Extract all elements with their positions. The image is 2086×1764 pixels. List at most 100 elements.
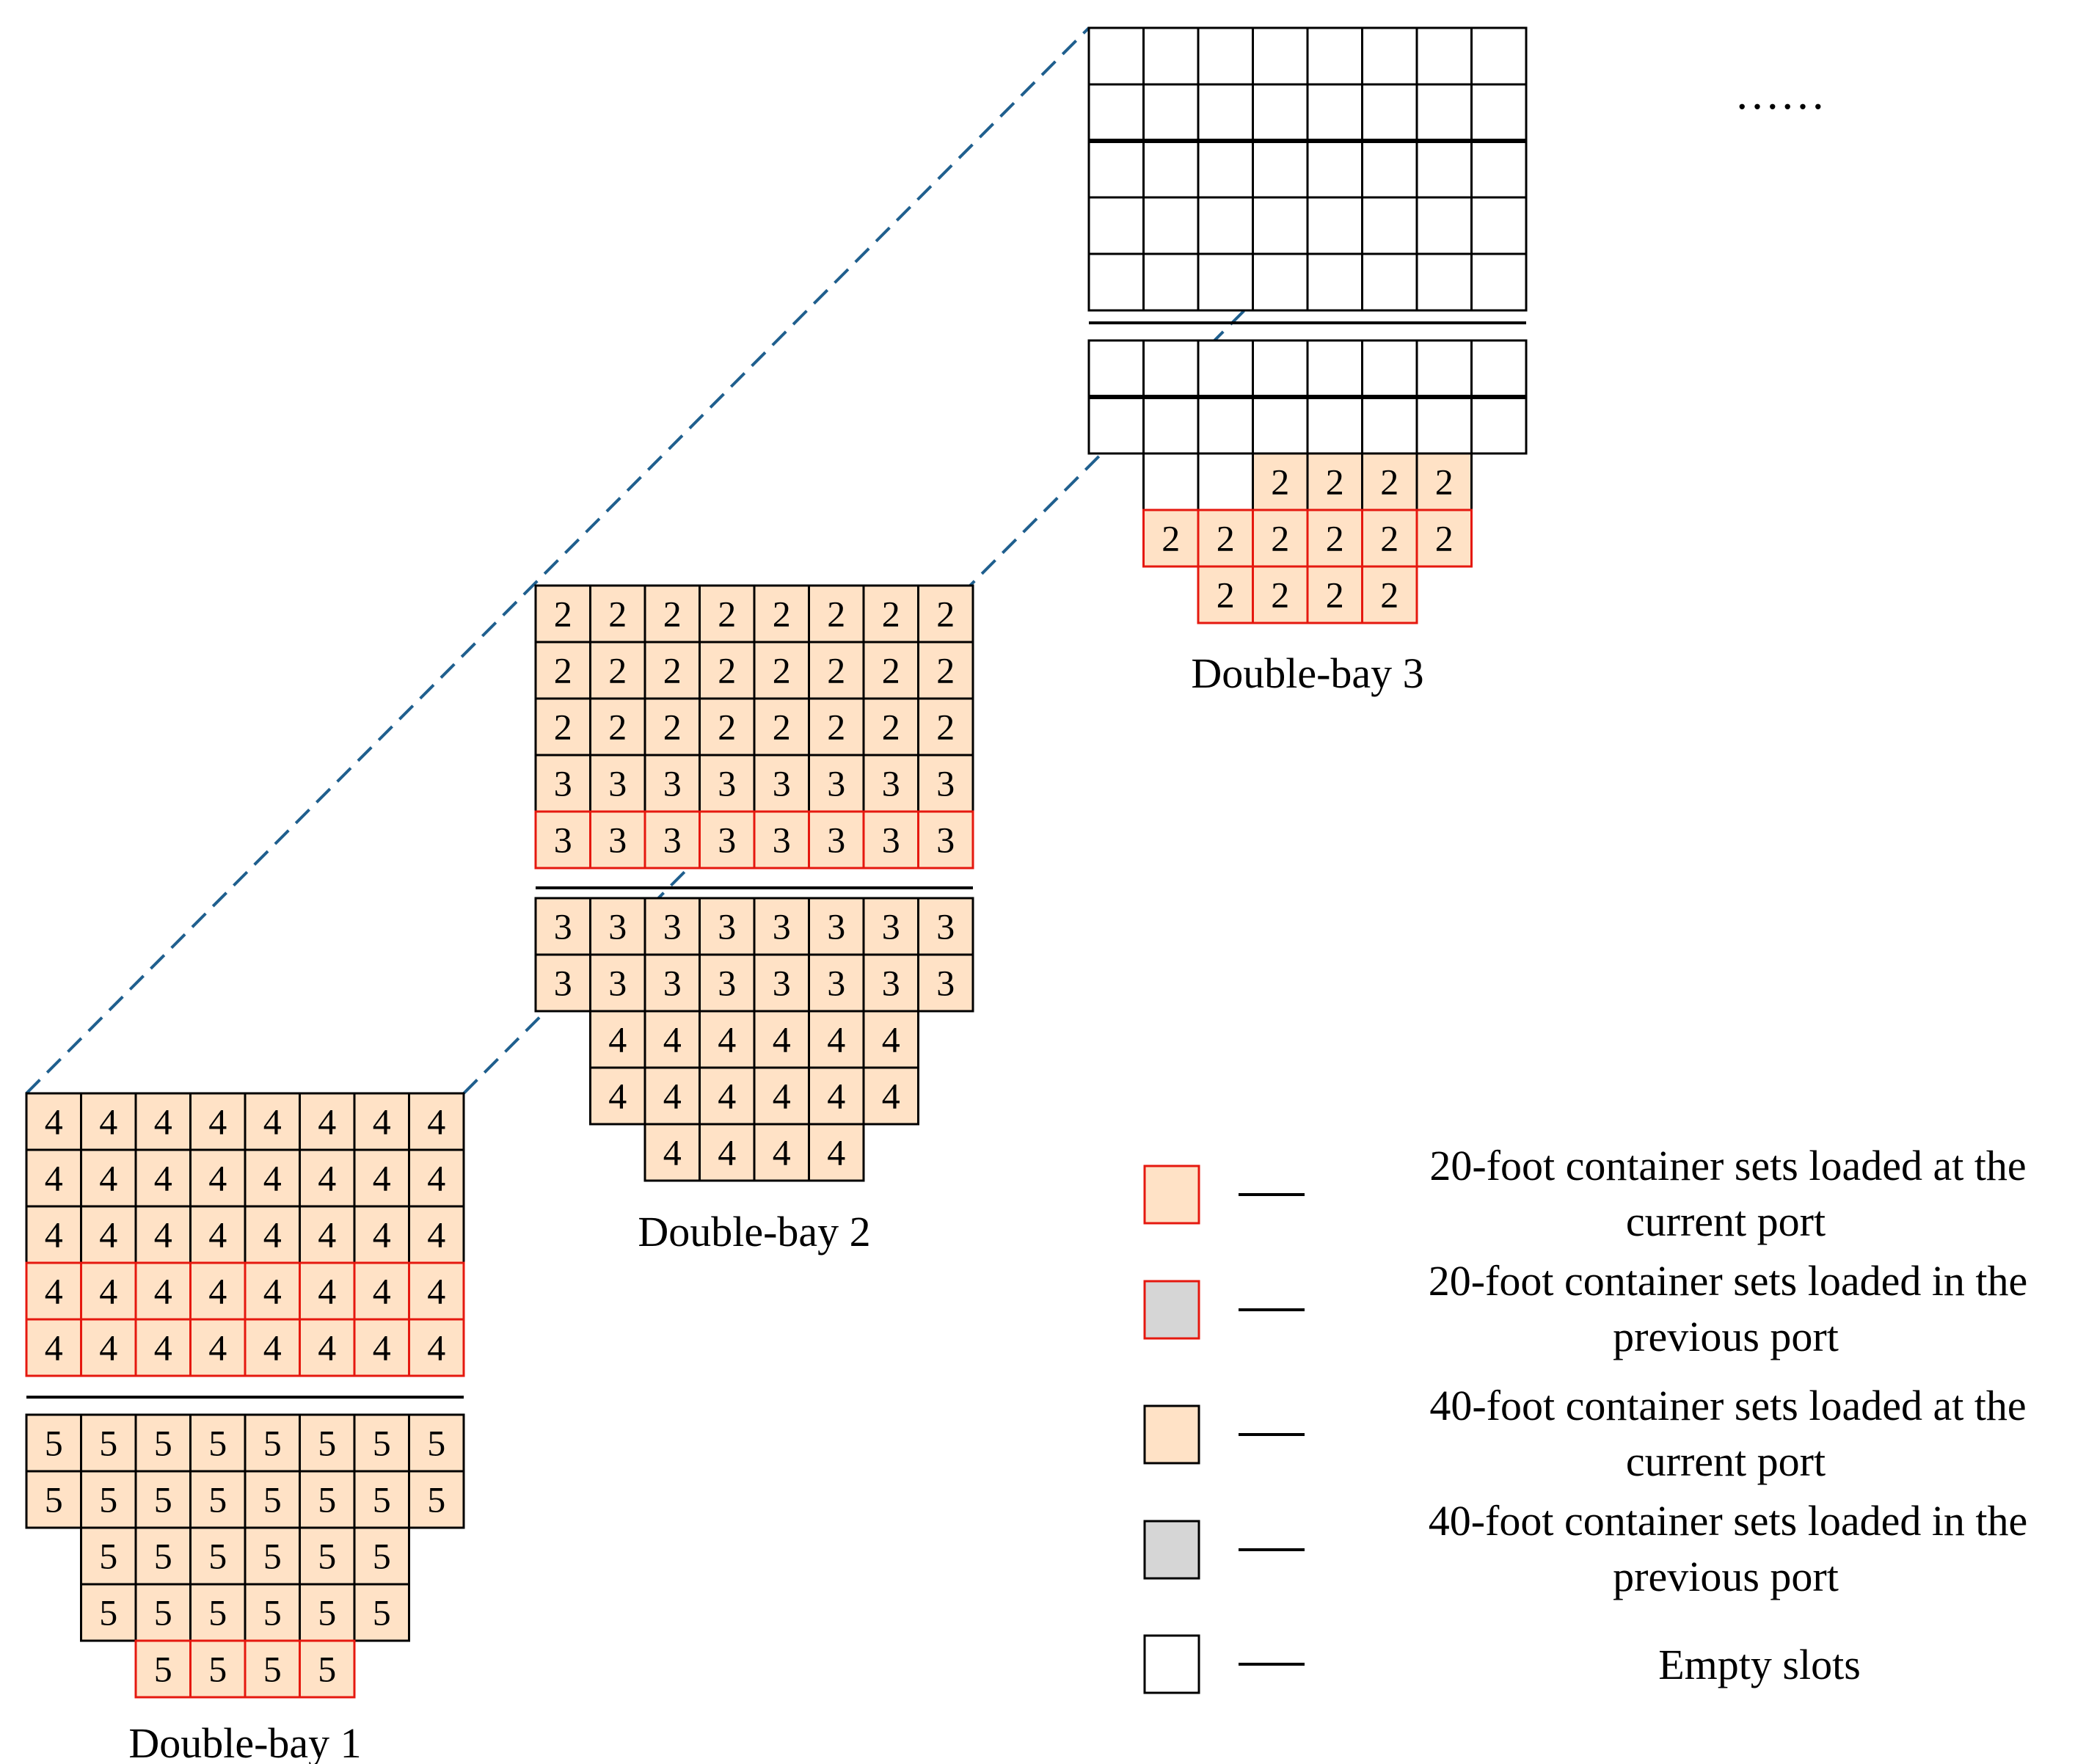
double-bay-label: Double-bay 2 bbox=[638, 1208, 870, 1255]
slot-label: 4 bbox=[773, 1132, 791, 1173]
slot-deck-r1-c7 bbox=[353, 1092, 410, 1151]
slot-label: 4 bbox=[773, 1019, 791, 1060]
slot-label: 5 bbox=[45, 1423, 63, 1464]
slot-label: 5 bbox=[45, 1479, 63, 1520]
slot-label: 4 bbox=[154, 1327, 172, 1368]
slot-hold-r3-c4 bbox=[189, 1526, 247, 1586]
slot-label: 4 bbox=[882, 1076, 900, 1117]
slot-hold-r1-c6 bbox=[808, 897, 865, 956]
double-bay-label: Double-bay 1 bbox=[128, 1719, 361, 1764]
slot-deck-r3-c6 bbox=[1361, 139, 1418, 199]
slot-label: 3 bbox=[663, 963, 682, 1004]
slot-deck-r4-c2 bbox=[1142, 196, 1200, 255]
slot-label: 4 bbox=[99, 1327, 117, 1368]
slot-label: 5 bbox=[99, 1479, 117, 1520]
slot-hold-r5-c5 bbox=[753, 1123, 810, 1182]
slot-label: 2 bbox=[1217, 518, 1235, 559]
slot-deck-r2-c1 bbox=[25, 1148, 82, 1208]
slot-hold-r1-c8 bbox=[1470, 339, 1528, 398]
slot-label: 2 bbox=[1271, 462, 1289, 503]
slot-hold-r4-c5 bbox=[753, 1066, 810, 1126]
slot-label: 3 bbox=[773, 963, 791, 1004]
slot-label: 4 bbox=[99, 1158, 117, 1199]
slot-hold-r1-c4 bbox=[1252, 339, 1309, 398]
slot-label: 2 bbox=[1326, 462, 1344, 503]
slot-deck-r3-c4 bbox=[699, 697, 756, 757]
slot-hold-r2-c1 bbox=[25, 1470, 82, 1529]
slot-label: 3 bbox=[882, 820, 900, 861]
slot-label: 2 bbox=[1271, 518, 1289, 559]
slot-label: 5 bbox=[208, 1649, 227, 1690]
slot-label: 3 bbox=[936, 963, 955, 1004]
slot-label: 2 bbox=[1380, 462, 1398, 503]
slot-label: 4 bbox=[318, 1271, 336, 1312]
slot-hold-r5-c3 bbox=[643, 1123, 701, 1182]
slot-label: 3 bbox=[718, 963, 736, 1004]
slot-hold-r1-c1 bbox=[1087, 339, 1145, 398]
slot-deck-r2-c3 bbox=[1197, 83, 1254, 142]
slot-hold-r2-c8 bbox=[1470, 396, 1528, 455]
slot-label: 2 bbox=[1326, 518, 1344, 559]
slot-label: 3 bbox=[718, 820, 736, 861]
slot-label: 5 bbox=[208, 1592, 227, 1633]
slot-label: 2 bbox=[718, 707, 736, 748]
slot-deck-r1-c1 bbox=[534, 584, 591, 644]
slot-label: 2 bbox=[1380, 518, 1398, 559]
slot-label: 5 bbox=[427, 1479, 445, 1520]
slot-deck-r2-c8 bbox=[1470, 83, 1528, 142]
slot-label: 5 bbox=[373, 1479, 391, 1520]
slot-label: 5 bbox=[154, 1536, 172, 1577]
slot-hold-r1-c3 bbox=[643, 897, 701, 956]
slot-label: 4 bbox=[208, 1101, 227, 1142]
slot-label: 3 bbox=[882, 906, 900, 947]
slot-label: 3 bbox=[718, 906, 736, 947]
slot-label: 4 bbox=[827, 1132, 845, 1173]
slot-label: 3 bbox=[554, 963, 572, 1004]
slot-label: 2 bbox=[1217, 575, 1235, 616]
slot-hold-r2-c5 bbox=[753, 953, 810, 1013]
slot-label: 4 bbox=[263, 1214, 282, 1255]
slot-deck-r3-c1 bbox=[1087, 139, 1145, 199]
slot-hold-r2-c6 bbox=[299, 1470, 356, 1529]
slot-hold-r2-c3 bbox=[1197, 396, 1254, 455]
slot-label: 2 bbox=[773, 650, 791, 691]
slot-label: 5 bbox=[318, 1479, 336, 1520]
slot-hold-r1-c7 bbox=[1415, 339, 1473, 398]
slot-deck-r2-c8 bbox=[408, 1148, 465, 1208]
legend-swatch bbox=[1143, 1520, 1200, 1580]
slot-label: 4 bbox=[608, 1076, 627, 1117]
slot-hold-r2-c4 bbox=[699, 953, 756, 1013]
slot-deck-r2-c3 bbox=[134, 1148, 192, 1208]
slot-label: 2 bbox=[663, 707, 682, 748]
slot-label: 5 bbox=[154, 1423, 172, 1464]
slot-label: 4 bbox=[827, 1019, 845, 1060]
slot-label: 3 bbox=[882, 963, 900, 1004]
slot-hold-r1-c6 bbox=[1361, 339, 1418, 398]
slot-label: 2 bbox=[554, 594, 572, 635]
slot-hold-r4-c7 bbox=[353, 1583, 410, 1642]
slot-label: 5 bbox=[208, 1479, 227, 1520]
slot-label: 4 bbox=[263, 1158, 282, 1199]
slot-label: 4 bbox=[373, 1214, 391, 1255]
slot-label: 4 bbox=[373, 1158, 391, 1199]
slot-label: 4 bbox=[663, 1076, 682, 1117]
slot-deck-r1-c1 bbox=[1087, 26, 1145, 86]
slot-hold-r1-c2 bbox=[1142, 339, 1200, 398]
slot-hold-r3-c5 bbox=[244, 1526, 301, 1586]
slot-deck-r3-c5 bbox=[753, 697, 810, 757]
slot-deck-r5-c7 bbox=[1415, 252, 1473, 312]
slot-label: 4 bbox=[45, 1271, 63, 1312]
slot-label: 4 bbox=[99, 1101, 117, 1142]
slot-deck-r5-c4 bbox=[1252, 252, 1309, 312]
slot-hold-r2-c8 bbox=[408, 1470, 465, 1529]
slot-deck-r4-c7 bbox=[862, 754, 919, 813]
slot-deck-r4-c7 bbox=[1415, 196, 1473, 255]
slot-deck-r4-c4 bbox=[1252, 196, 1309, 255]
slot-deck-r1-c8 bbox=[917, 584, 974, 644]
slot-label: 4 bbox=[663, 1019, 682, 1060]
